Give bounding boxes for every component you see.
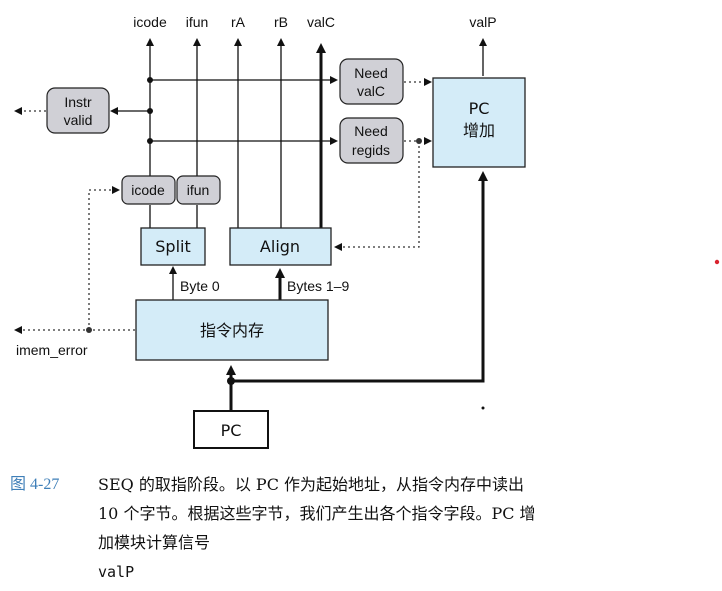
instr-valid-line2: valid [64, 112, 93, 128]
instruction-memory-label: 指令内存 [200, 321, 264, 340]
caption-body: SEQ 的取指阶段。以 PC 作为起始地址，从指令内存中读出 10 个字节。根据… [98, 470, 538, 587]
caption-code-term: valP [98, 563, 135, 581]
imem-error-to-icode [88, 186, 120, 330]
icode-register-label: icode [131, 182, 165, 198]
split-label: Split [155, 237, 190, 256]
pc-register-label: PC [221, 421, 242, 440]
split-block: Split [140, 227, 206, 266]
need-valc-line2: valC [357, 83, 385, 99]
instr-valid-line1: Instr [64, 94, 92, 110]
valc-signal-label: valC [307, 14, 335, 30]
icode-register: icode [121, 175, 176, 205]
need-regids-to-align [334, 141, 420, 251]
ra-signal-label: rA [231, 14, 246, 30]
align-label: Align [260, 237, 300, 256]
pc-register: PC [193, 410, 269, 449]
need-regids-block: Need regids [339, 117, 404, 164]
figure-number: 图 4-27 [10, 476, 60, 493]
need-regids-line2: regids [352, 142, 390, 158]
ifun-register-label: ifun [187, 182, 210, 198]
valp-signal-label: valP [469, 14, 496, 30]
caption-text: SEQ 的取指阶段。以 PC 作为起始地址，从指令内存中读出 10 个字节。根据… [98, 475, 536, 552]
pc-bus-to-pcinc [231, 171, 488, 383]
pc-increment-line1: PC [469, 99, 490, 118]
need-valc-line1: Need [354, 65, 387, 81]
instr-valid-block: Instr valid [46, 87, 110, 134]
rb-signal-label: rB [274, 14, 288, 30]
instruction-memory-block: 指令内存 [135, 299, 329, 361]
need-valc-block: Need valC [339, 58, 404, 105]
imem-error-label: imem_error [16, 342, 88, 358]
ifun-signal-label: ifun [186, 14, 209, 30]
ifun-register: ifun [176, 175, 221, 205]
align-block: Align [229, 227, 332, 266]
fetch-stage-diagram: icode ifun rA rB valC valP Instr valid N… [14, 14, 720, 449]
byte0-label: Byte 0 [180, 278, 220, 294]
icode-signal-label: icode [133, 14, 167, 30]
bytes19-label: Bytes 1–9 [287, 278, 349, 294]
need-regids-line1: Need [354, 123, 387, 139]
pc-increment-block: PC 增加 [432, 77, 526, 168]
pc-increment-line2: 增加 [463, 121, 495, 140]
stray-red-dot [714, 259, 720, 265]
